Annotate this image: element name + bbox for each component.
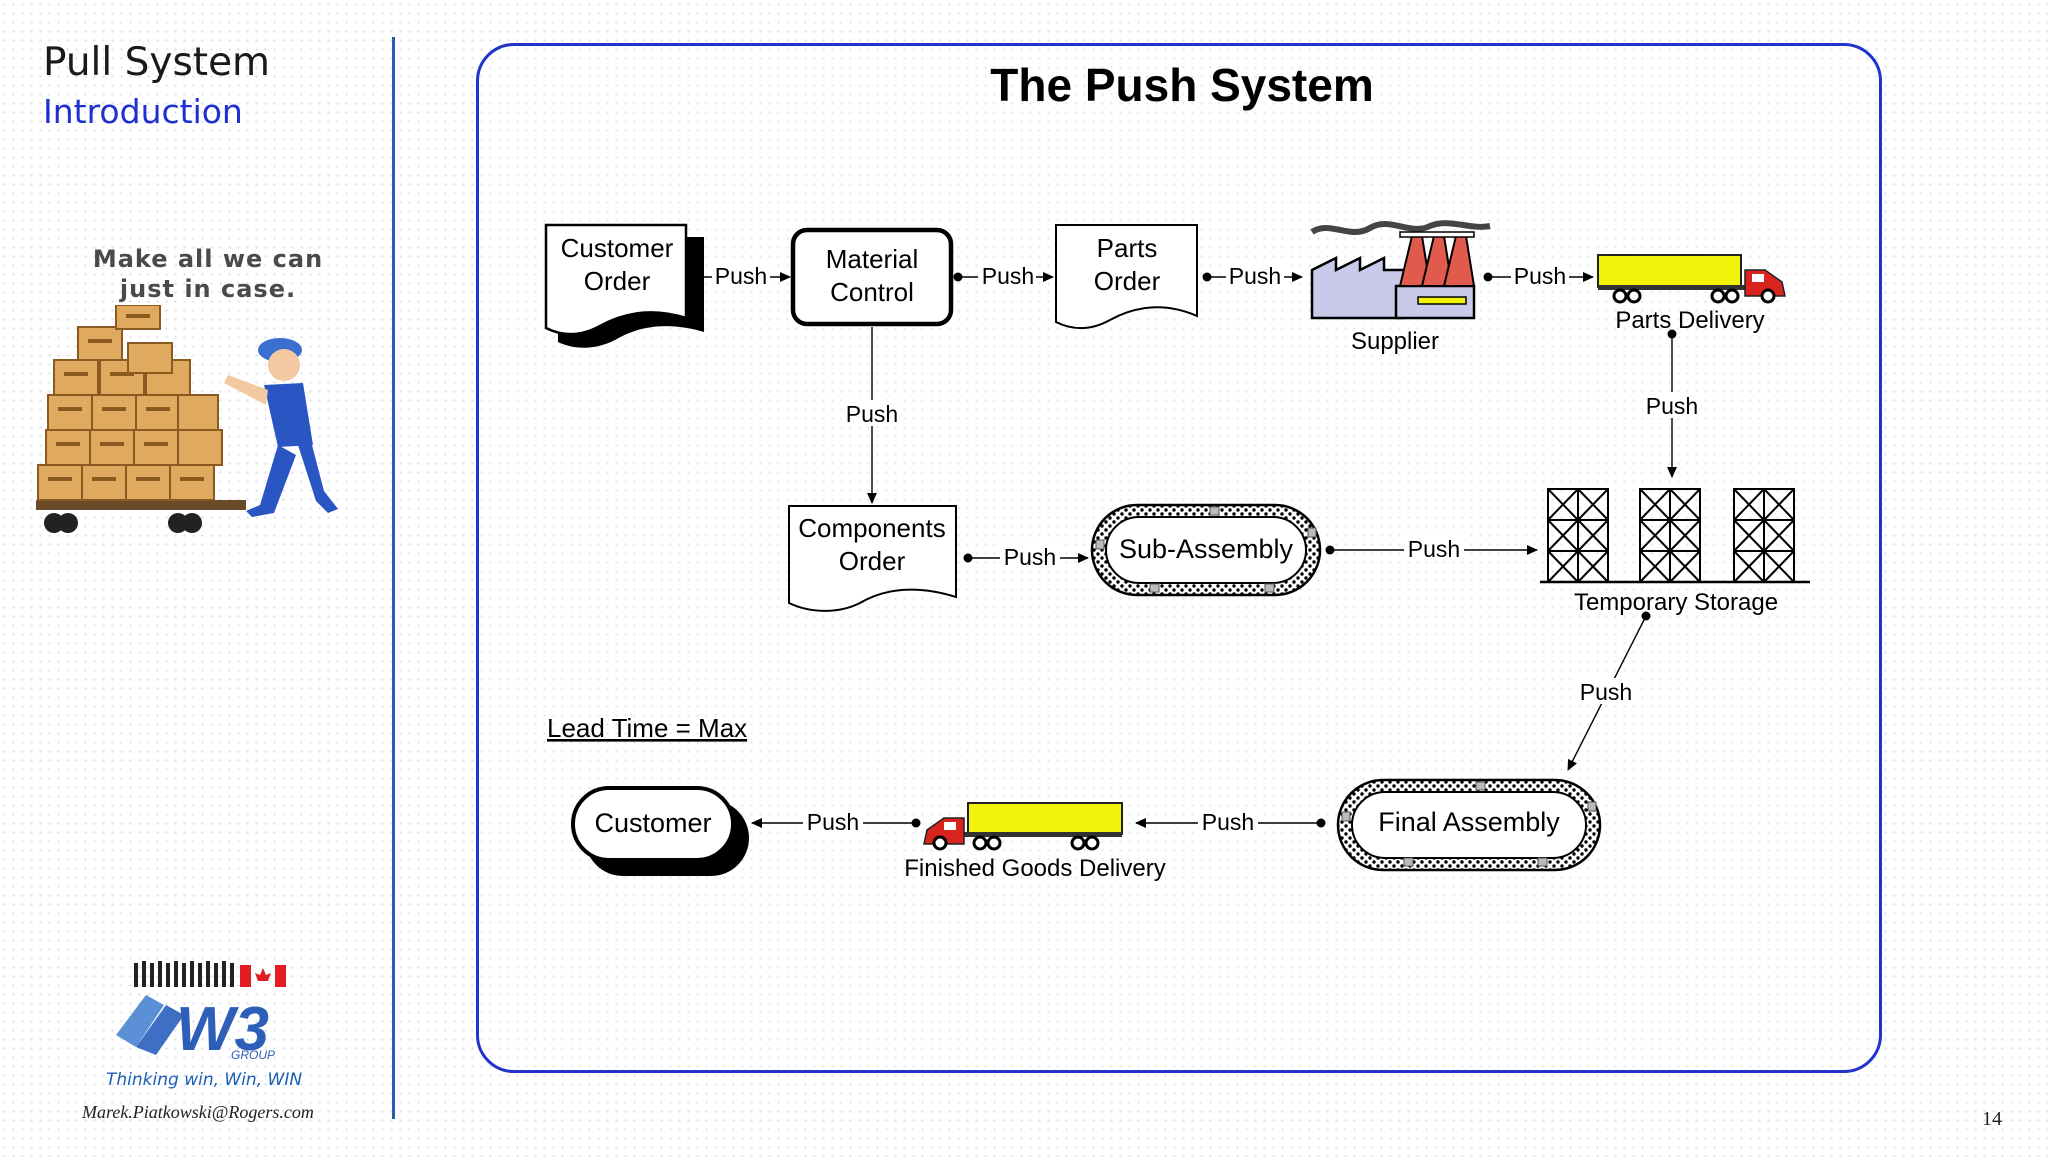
vertical-divider — [392, 37, 395, 1119]
parts-delivery-label: Parts Delivery — [1615, 307, 1764, 334]
customer-order-label-2: Order — [584, 266, 651, 296]
worker-pushing-boxes-clipart — [36, 305, 338, 533]
push-label-2: Push — [982, 263, 1034, 289]
push-label-9: Push — [1580, 679, 1632, 705]
push-label-8: Push — [1408, 536, 1460, 562]
push-label-7: Push — [1004, 544, 1056, 570]
author-email: Marek.Piatkowski@Rogers.com — [82, 1102, 314, 1122]
push-label-1: Push — [715, 263, 767, 289]
material-control-label-2: Control — [830, 277, 914, 307]
customer-order-node: Customer Order — [544, 223, 704, 348]
lead-time-note: Lead Time = Max — [547, 713, 747, 743]
components-order-label-2: Order — [839, 546, 906, 576]
material-control-node: Material Control — [790, 227, 954, 327]
svg-text:GROUP: GROUP — [231, 1048, 275, 1062]
final-assembly-node: Final Assembly — [1336, 778, 1602, 872]
parts-delivery-truck-icon: Parts Delivery — [1597, 254, 1786, 334]
customer-order-label-1: Customer — [561, 233, 674, 263]
push-label-4: Push — [1514, 263, 1566, 289]
final-assembly-label: Final Assembly — [1378, 807, 1560, 837]
clipart-caption: Make all we can just in case. — [88, 244, 328, 304]
sub-assembly-label: Sub-Assembly — [1119, 534, 1294, 564]
w3-group-logo: W3 GROUP — [116, 961, 286, 1064]
finished-goods-delivery-label: Finished Goods Delivery — [904, 855, 1165, 882]
customer-node: Customer — [571, 786, 749, 876]
temporary-storage-label: Temporary Storage — [1574, 589, 1778, 616]
material-control-label-1: Material — [826, 244, 918, 274]
slide-subtitle: Introduction — [43, 92, 243, 131]
push-label-3: Push — [1229, 263, 1281, 289]
components-order-node: Components Order — [788, 505, 957, 612]
supplier-label: Supplier — [1351, 328, 1439, 355]
clipart-caption-line-1: Make all we can — [92, 245, 324, 273]
canadian-flag-icon — [240, 965, 286, 987]
svg-text:W3: W3 — [176, 995, 269, 1064]
diagram-title: The Push System — [990, 59, 1373, 111]
components-order-label-1: Components — [798, 513, 945, 543]
push-label-10: Push — [1202, 809, 1254, 835]
parts-order-label-1: Parts — [1097, 233, 1158, 263]
push-label-5: Push — [846, 401, 898, 427]
customer-label: Customer — [594, 808, 711, 838]
logo-tagline: Thinking win, Win, WIN — [106, 1070, 303, 1090]
parts-order-label-2: Order — [1094, 266, 1161, 296]
page-number: 14 — [1982, 1108, 2002, 1130]
slide-title: Pull System — [43, 40, 271, 85]
temporary-storage-racks-icon — [1540, 488, 1810, 584]
clipart-caption-line-2: just in case. — [119, 275, 297, 303]
sub-assembly-node: Sub-Assembly — [1090, 503, 1322, 597]
push-label-6: Push — [1646, 393, 1698, 419]
supplier-factory-icon: Supplier — [1310, 220, 1491, 355]
parts-order-node: Parts Order — [1055, 224, 1198, 330]
push-label-11: Push — [807, 809, 859, 835]
finished-goods-truck-icon: Finished Goods Delivery — [904, 802, 1166, 882]
